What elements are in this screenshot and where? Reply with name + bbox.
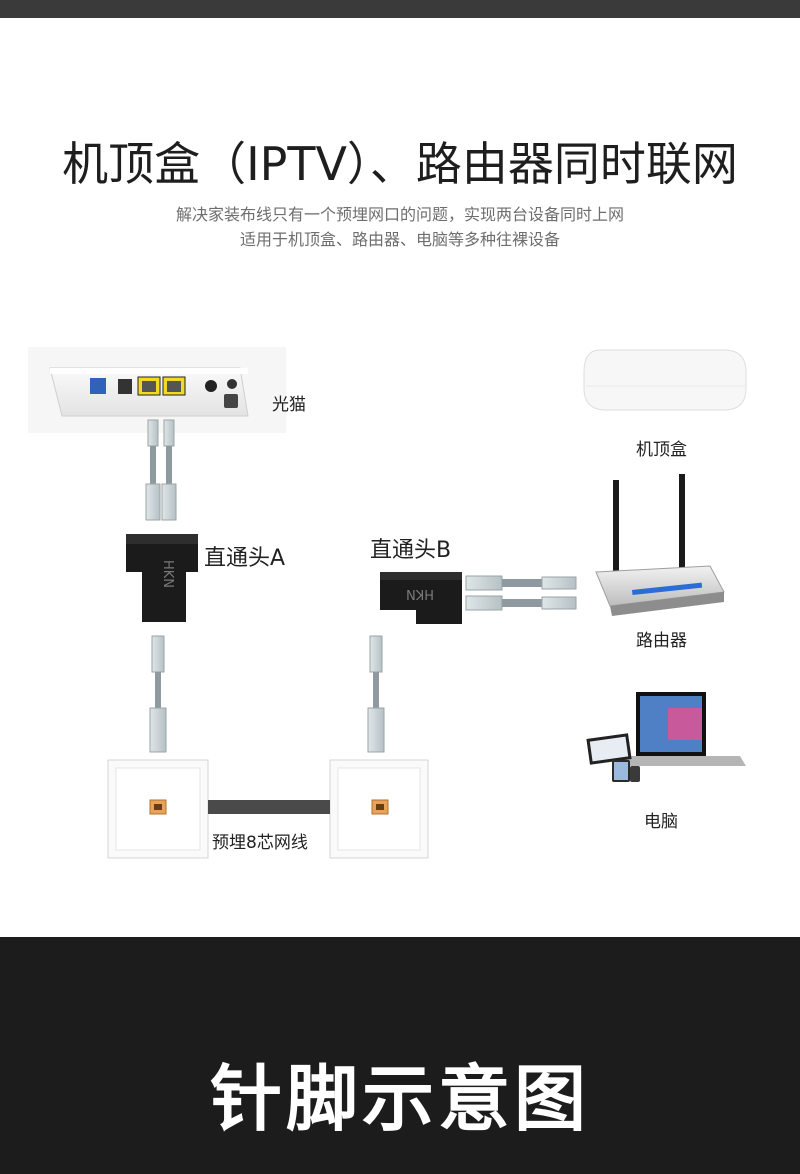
connector-b-label: 直通头B (370, 538, 452, 563)
tel-port-icon (118, 379, 132, 394)
antenna-left-icon (613, 480, 619, 572)
set-top-box-label: 机顶盒 (636, 440, 687, 460)
computer (586, 692, 746, 782)
optical-modem (28, 347, 286, 433)
page-title: 机顶盒（IPTV）、路由器同时联网 (62, 137, 738, 191)
patch-cable-connector-b (465, 575, 577, 611)
computer-label: 电脑 (644, 812, 678, 832)
wall-plate-a (107, 759, 209, 859)
connector-b: HKN (380, 572, 462, 624)
power-jack-icon (205, 380, 217, 392)
connector-a-label: 直通头A (204, 546, 286, 571)
top-bar (0, 0, 800, 18)
subtitle-line-2: 适用于机顶盒、路由器、电脑等多种往裸设备 (239, 230, 560, 249)
fiber-port-icon (90, 378, 106, 394)
embedded-cable (208, 800, 330, 814)
modem-label: 光猫 (272, 395, 306, 415)
connector-a-brand: HKN (160, 560, 175, 588)
antenna-right-icon (679, 474, 685, 572)
router-label: 路由器 (636, 631, 687, 651)
connector-a: HKN (126, 534, 198, 622)
subtitle-line-1: 解决家装布线只有一个预埋网口的问题，实现两台设备同时上网 (175, 205, 624, 224)
footer-band (0, 937, 800, 1174)
patch-cable-wall-b (367, 635, 385, 753)
footer-title: 针脚示意图 (209, 1057, 590, 1141)
connector-b-brand: HKN (406, 586, 434, 601)
wall-plate-b (329, 759, 429, 859)
patch-cable-wall-a (149, 635, 167, 753)
set-top-box (583, 349, 747, 411)
patch-cable-modem (145, 419, 177, 521)
router (595, 474, 725, 616)
embedded-cable-label: 预埋8芯网线 (212, 833, 308, 853)
connection-diagram: HKN HKN (28, 347, 747, 859)
